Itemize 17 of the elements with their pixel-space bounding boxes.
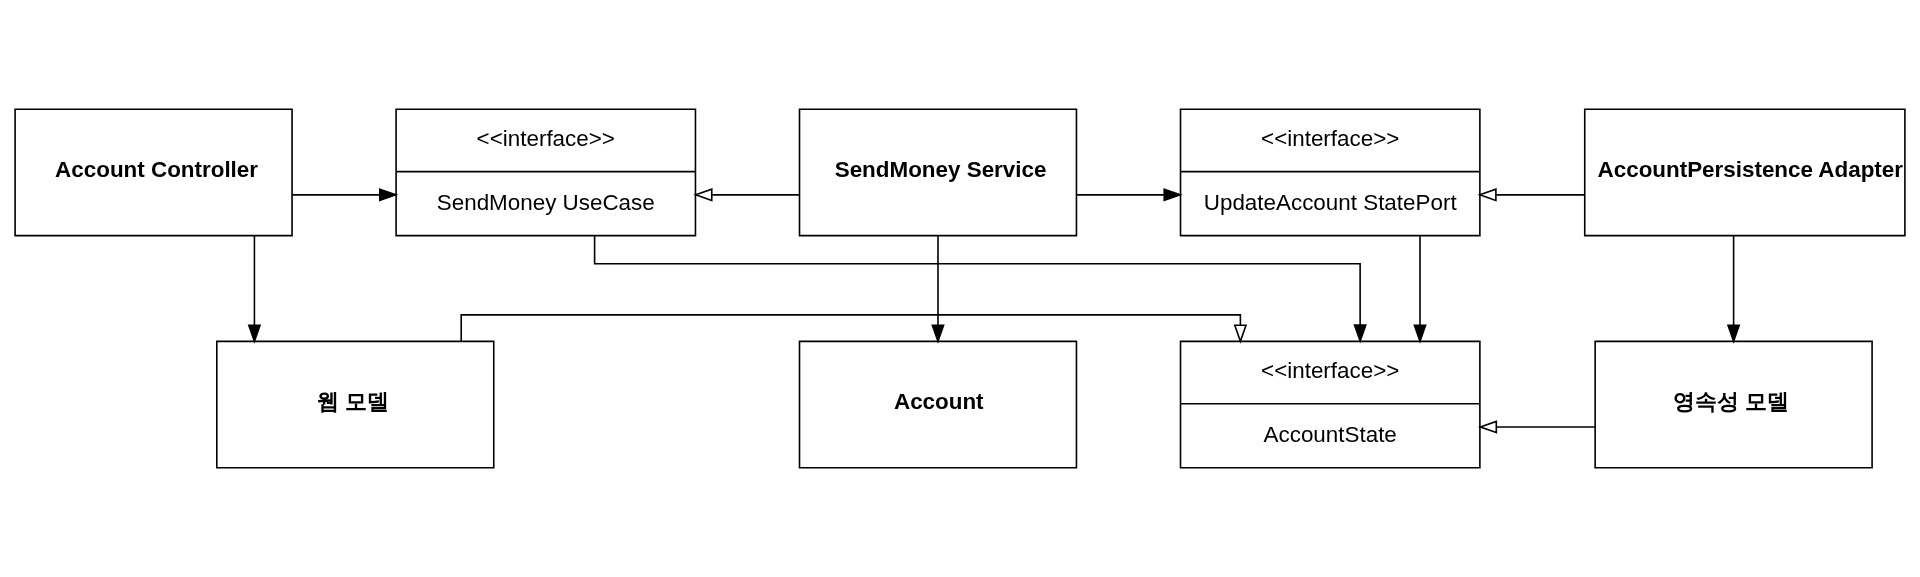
node-box: Account Controller xyxy=(14,108,293,237)
arrow xyxy=(460,314,1248,344)
node-box: SendMoney Service xyxy=(798,108,1078,237)
node-box: AccountPersistence Adapter xyxy=(1583,108,1906,237)
arrow xyxy=(1413,235,1427,344)
arrow xyxy=(931,235,945,344)
arrow xyxy=(1726,235,1741,344)
arrow xyxy=(1477,188,1586,202)
node-box: Account xyxy=(798,340,1078,469)
arrow xyxy=(593,235,1367,344)
arrow xyxy=(291,188,399,202)
arrow xyxy=(693,188,800,202)
arrow xyxy=(247,235,262,344)
arrow xyxy=(1477,420,1596,434)
node-box: 웹 모델 xyxy=(216,340,495,469)
node-box: 영속성 모델 xyxy=(1594,340,1873,469)
arrow xyxy=(1076,188,1183,202)
